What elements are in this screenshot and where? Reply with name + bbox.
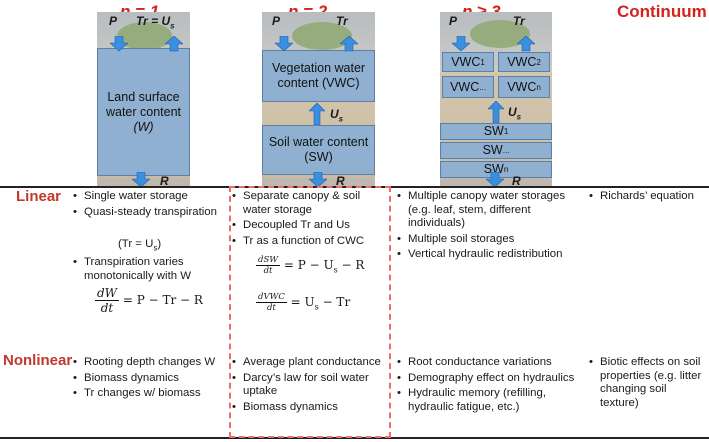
- list-item: Rooting depth changes W: [73, 356, 231, 370]
- linear-n3-list: Multiple canopy water storages (e.g. lea…: [397, 190, 587, 264]
- list-item: Quasi-steady transpiration: [73, 206, 229, 220]
- list-item: Richards’ equation: [589, 190, 707, 204]
- linear-n2-list: Separate canopy & soil water storage Dec…: [232, 190, 388, 250]
- list-item: Hydraulic memory (refilling, hydraulic f…: [397, 387, 577, 414]
- linear-continuum-list: Richards’ equation: [589, 190, 707, 206]
- us-label-p3: Us: [508, 105, 522, 122]
- list-item: Darcy’s law for soil water uptake: [232, 372, 390, 399]
- sw-box-2: SW...: [440, 142, 552, 159]
- tr-label-p1: Tr = Us: [136, 14, 175, 31]
- tr-arrow-up-icon: [165, 36, 183, 52]
- list-item: Transpiration varies monotonically with …: [73, 256, 229, 283]
- list-item: Tr changes w/ biomass: [73, 387, 231, 401]
- panel-n2: Vegetation water content (VWC) Soil wate…: [262, 12, 375, 188]
- nonlinear-continuum-list: Biotic effects on soil properties (e.g. …: [589, 356, 707, 412]
- us-label-p2: Us: [330, 107, 344, 124]
- tr-label-p3: Tr: [513, 14, 525, 28]
- list-item: Tr as a function of CWC: [232, 235, 388, 249]
- runoff-arrow-down-icon: [309, 172, 327, 188]
- runoff-label-p3: R: [512, 174, 521, 188]
- list-item: Root conductance variations: [397, 356, 577, 370]
- runoff-label-p2: R: [336, 174, 345, 188]
- list-item: Biomass dynamics: [232, 401, 390, 415]
- list-item: Biomass dynamics: [73, 372, 231, 386]
- list-item: Single water storage: [73, 190, 229, 204]
- list-item: Multiple soil storages: [397, 233, 587, 247]
- runoff-label-p1: R: [160, 174, 169, 188]
- list-item: Biotic effects on soil properties (e.g. …: [589, 356, 707, 410]
- runoff-arrow-down-icon: [132, 172, 150, 188]
- list-item: Separate canopy & soil water storage: [232, 190, 388, 217]
- nonlinear-n1-list: Rooting depth changes W Biomass dynamics…: [73, 356, 231, 403]
- soil-water-box: Soil water content (SW): [262, 125, 375, 175]
- precip-arrow-down-icon: [275, 36, 293, 52]
- tr-label-p2: Tr: [336, 14, 348, 28]
- list-item: Demography effect on hydraulics: [397, 372, 577, 386]
- tr-equals-us-note: (Tr = Us): [118, 238, 162, 253]
- vegetation-water-box: Vegetation water content (VWC): [262, 50, 375, 102]
- nonlinear-n3-list: Root conductance variations Demography e…: [397, 356, 577, 416]
- vwc-box-3: VWC...: [442, 76, 494, 98]
- precip-label-p1: P: [109, 14, 118, 28]
- list-item: Multiple canopy water storages (e.g. lea…: [397, 190, 587, 231]
- land-surface-water-box: Land surface water content (W): [97, 48, 190, 176]
- nonlinear-n2-list: Average plant conductance Darcy’s law fo…: [232, 356, 390, 416]
- tr-arrow-up-icon: [340, 36, 358, 52]
- us-arrow-up-icon: [309, 103, 325, 125]
- precip-label-p2: P: [272, 14, 281, 28]
- runoff-arrow-down-icon: [486, 172, 504, 188]
- precip-arrow-down-icon: [110, 36, 128, 52]
- header-continuum: Continuum: [617, 2, 707, 21]
- panel-n1: Land surface water content (W): [97, 12, 190, 188]
- list-item: Average plant conductance: [232, 356, 390, 370]
- row-label-linear: Linear: [16, 188, 62, 205]
- precip-arrow-down-icon: [452, 36, 470, 52]
- precip-label-p3: P: [449, 14, 458, 28]
- list-item: Vertical hydraulic redistribution: [397, 248, 587, 262]
- row-label-nonlinear: Nonlinear: [3, 352, 73, 369]
- n2-highlight-box: [229, 186, 391, 438]
- tr-arrow-up-icon: [517, 36, 535, 52]
- list-item: Decoupled Tr and Us: [232, 219, 388, 233]
- linear-n1-list-2: Transpiration varies monotonically with …: [73, 256, 229, 285]
- us-arrow-up-icon: [488, 101, 504, 123]
- linear-n1-list: Single water storage Quasi-steady transp…: [73, 190, 229, 221]
